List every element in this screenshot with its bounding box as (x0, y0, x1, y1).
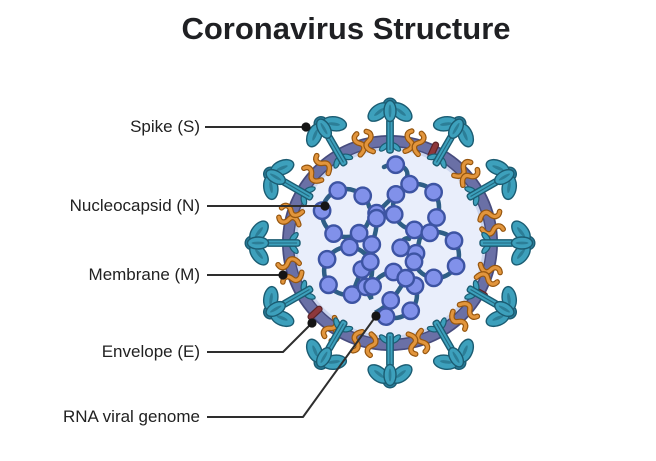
spike-protein-icon (426, 115, 475, 169)
nucleocapsid-bead (349, 223, 369, 243)
virion (244, 97, 536, 389)
spike-protein-icon (479, 220, 536, 266)
label-membrane: Membrane (M) (88, 265, 200, 284)
nucleocapsid-bead (405, 220, 424, 240)
spike-protein-icon (262, 279, 316, 328)
spike-protein-icon (262, 158, 316, 207)
membrane-protein-icon (402, 128, 415, 155)
envelope-protein-icon (307, 305, 323, 321)
membrane-protein-icon (459, 166, 481, 189)
diagram-title: Coronavirus Structure (181, 11, 511, 46)
membrane-protein-icon (405, 331, 419, 357)
spike-protein-icon (426, 317, 475, 371)
membrane-protein-icon (275, 256, 303, 271)
nucleocapsid-bead (427, 208, 446, 227)
label-envelope: Envelope (E) (101, 342, 200, 361)
nucleocapsid-bead (424, 182, 443, 202)
spike-protein-icon (367, 332, 413, 389)
nucleocapsid-bead (444, 231, 464, 251)
nucleocapsid-bead (342, 285, 362, 304)
nucleocapsid-bead (384, 205, 404, 224)
leader-line (207, 322, 313, 353)
nucleocapsid-bead (317, 249, 337, 269)
membrane-protein-icon (351, 131, 367, 158)
nucleocapsid-bead (400, 174, 420, 194)
leader-lines (205, 122, 381, 418)
nucleocapsid-bead (401, 301, 421, 321)
label-nucleocapsid: Nucleocapsid (N) (69, 196, 200, 215)
nucleocapsid-bead (324, 224, 344, 244)
membrane-protein-icon (414, 327, 431, 355)
nucleocapsid-bead (360, 252, 380, 272)
nucleocapsid-bead (362, 235, 382, 254)
leader-dot (278, 270, 288, 280)
nucleocapsid-bead (386, 155, 406, 175)
spike-protein-icon (244, 220, 301, 266)
spike-protein-icon (464, 279, 518, 328)
nucleocapsid-bead (340, 237, 359, 257)
leader-dot (301, 122, 311, 132)
membrane-protein-icon (363, 128, 377, 155)
membrane-protein-icon (477, 261, 503, 276)
nucleocapsid-bead (367, 208, 386, 228)
label-spike: Spike (S) (130, 117, 200, 136)
leader-line (207, 315, 377, 418)
membrane-protein-icon (449, 308, 469, 332)
nucleocapsid-bead (363, 277, 383, 296)
membrane-protein-icon (276, 214, 302, 228)
membrane-protein-icon (411, 130, 427, 158)
membrane-protein-icon (456, 300, 481, 320)
nucleocapsid-bead (328, 181, 348, 200)
leader-dot (320, 201, 330, 211)
leader-dot (371, 311, 381, 321)
nucleocapsid-bead (446, 256, 466, 276)
membrane-protein-icon (364, 331, 379, 359)
spike-protein-icon (367, 97, 413, 154)
nucleocapsid-bead (424, 268, 444, 288)
membrane-protein-icon (473, 271, 500, 287)
nucleocapsid-bead (386, 185, 406, 204)
membrane-protein-icon (477, 208, 503, 223)
spike-protein-icon (305, 115, 354, 169)
leader-dot (307, 318, 317, 328)
nucleocapsid-bead (396, 268, 416, 288)
membrane-protein-icon (451, 159, 474, 179)
nucleocapsid-bead (353, 186, 373, 206)
label-rna-viral-genome: RNA viral genome (62, 407, 200, 426)
membrane-protein-icon (301, 164, 325, 184)
membrane-protein-icon (313, 152, 333, 177)
membrane-protein-icon (350, 328, 366, 354)
nucleocapsid-bead (391, 238, 411, 258)
nucleocapsid-bead (420, 223, 440, 243)
nucleocapsid-bead (381, 291, 401, 310)
spike-protein-icon (464, 158, 518, 207)
nucleocapsid-bead (404, 252, 424, 272)
nucleocapsid-bead (319, 275, 338, 295)
